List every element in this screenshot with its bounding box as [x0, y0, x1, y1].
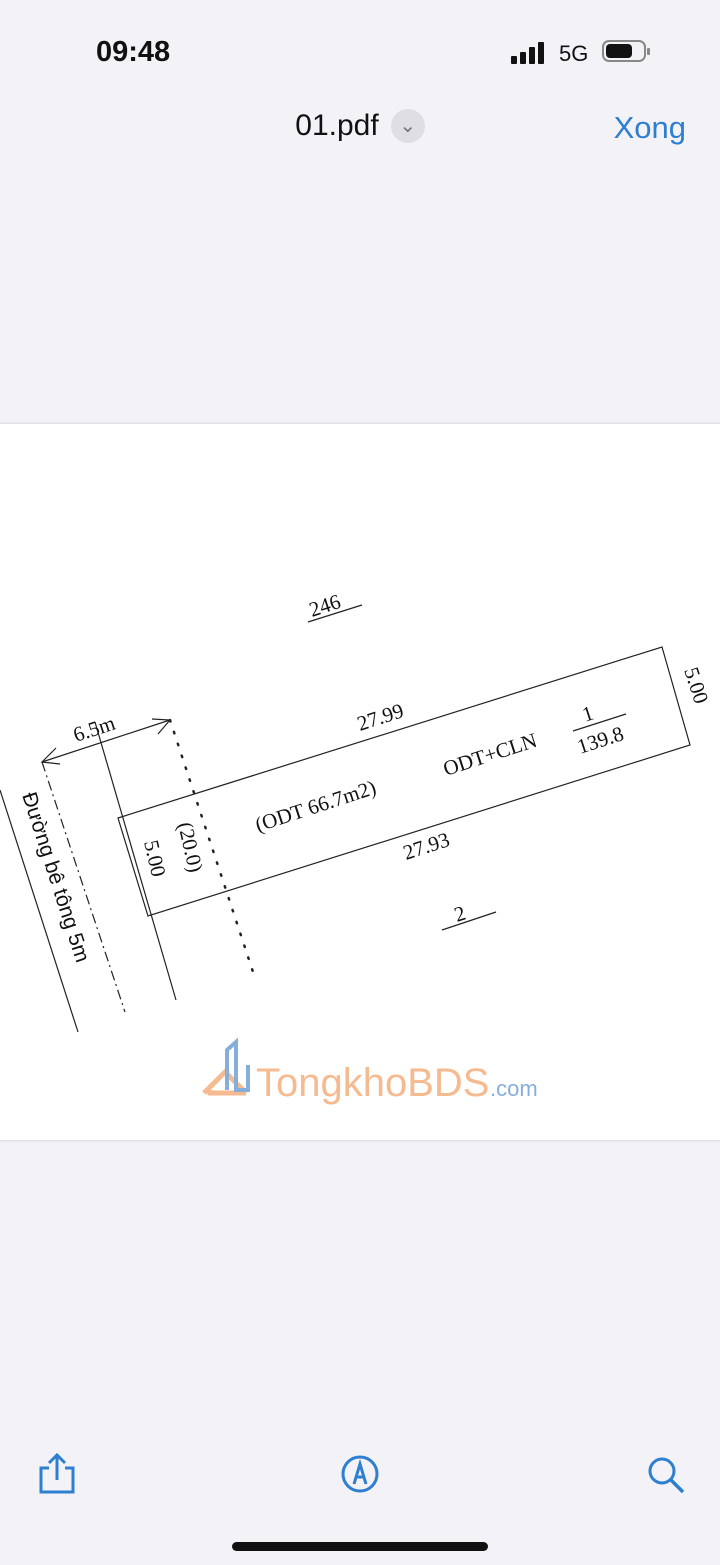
road-edge-line	[94, 721, 177, 1001]
road-outer-line	[0, 789, 79, 1033]
bottom-length-label: 27.93	[400, 827, 452, 864]
battery-icon	[602, 40, 650, 62]
neighbor-top-label: 246	[306, 589, 343, 622]
watermark-suffix: .com	[490, 1076, 538, 1101]
parcel-outline	[117, 646, 691, 917]
neighbor-bottom-label: 2	[451, 901, 468, 927]
chevron-down-icon[interactable]: ⌄	[390, 109, 425, 144]
parcel-area: 139.8	[574, 721, 626, 758]
markup-button[interactable]	[338, 1452, 382, 1496]
clock: 09:48	[96, 36, 171, 68]
setback-line	[168, 718, 257, 980]
home-indicator[interactable]	[232, 1542, 488, 1551]
search-icon	[648, 1457, 685, 1494]
road-width-label: 6.5m	[70, 711, 118, 747]
document-title-menu[interactable]: 01.pdf ⌄	[0, 108, 720, 144]
status-bar: 09:48 5G	[0, 0, 720, 90]
document-title: 01.pdf	[295, 109, 379, 143]
share-button[interactable]	[35, 1452, 79, 1496]
right-width-label: 5.00	[679, 664, 713, 706]
setback-label: (20.0)	[173, 820, 208, 875]
arrow-head-right	[151, 718, 172, 735]
signal-icon	[511, 42, 544, 64]
neighbor-top-underline	[307, 604, 363, 623]
neighbor-bottom-underline	[441, 911, 497, 931]
watermark: TongkhoBDS .com	[202, 1037, 538, 1105]
residential-area-label: (ODT 66.7m2)	[252, 775, 379, 837]
road-centerline	[41, 761, 126, 1013]
search-button[interactable]	[643, 1452, 687, 1496]
arrow-head-left	[40, 747, 61, 765]
pdf-page	[0, 424, 720, 1140]
land-use-label: ODT+CLN	[440, 728, 540, 781]
parcel-number: 1	[579, 701, 596, 727]
left-width-label: 5.00	[139, 838, 171, 879]
road-width-arrow	[41, 719, 171, 763]
done-button[interactable]: Xong	[613, 110, 686, 145]
parcel-fraction-line	[572, 713, 627, 732]
watermark-text: TongkhoBDS	[256, 1061, 489, 1105]
share-icon	[39, 1452, 75, 1494]
network-type: 5G	[559, 41, 589, 66]
markup-icon	[341, 1455, 379, 1493]
